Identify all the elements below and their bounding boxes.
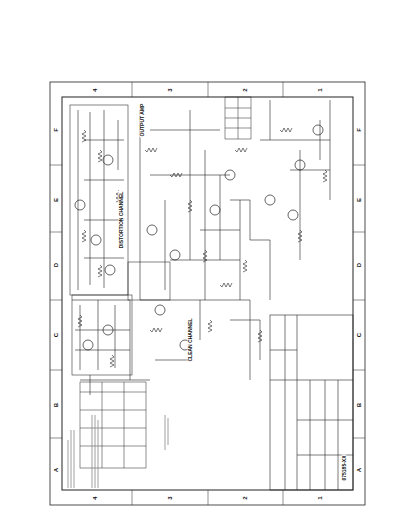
resistor-symbol	[82, 230, 86, 242]
zone-letter: B	[356, 403, 362, 407]
resistor-symbol	[170, 173, 182, 177]
zone-letter: E	[356, 198, 362, 202]
resistor-symbol	[203, 250, 207, 262]
zone-number: 4	[92, 496, 98, 499]
zone-letter: C	[356, 333, 362, 337]
zone-number: 2	[242, 88, 248, 91]
resistor-symbol	[258, 330, 262, 342]
resistor-symbol	[188, 200, 192, 212]
resistor-symbol	[220, 283, 232, 287]
zone-number: 1	[317, 88, 323, 91]
note-lines	[68, 415, 168, 488]
resistor-symbol	[208, 320, 212, 332]
zone-letter: A	[356, 468, 362, 472]
drawing-number: 075185-XX	[342, 454, 347, 481]
resistor-symbol	[110, 355, 114, 367]
resistor-symbol	[150, 328, 162, 332]
zone-letter: D	[356, 263, 362, 267]
resistor-symbol	[298, 230, 302, 242]
resistor-symbol	[235, 148, 247, 152]
resistor-symbol	[78, 315, 82, 327]
zone-letter: A	[53, 468, 59, 472]
resistor-symbol	[243, 260, 247, 272]
frame	[50, 82, 365, 505]
resistor-symbol	[145, 148, 157, 152]
wires	[72, 100, 330, 395]
zone-number: 3	[167, 496, 173, 499]
section-title: OUTPUT AMP	[140, 103, 145, 138]
zone-number: 2	[242, 496, 248, 499]
zone-letter: C	[53, 333, 59, 337]
zone-number: 4	[92, 88, 98, 91]
channel-regions	[70, 105, 170, 375]
section-title: CLEAN CHANNEL	[188, 317, 193, 362]
zone-letter: D	[53, 263, 59, 267]
revision-grid	[225, 97, 251, 139]
resistor-symbol	[98, 265, 102, 277]
zone-letter: F	[53, 128, 59, 132]
title-block	[270, 315, 353, 490]
resistor-symbol	[98, 150, 102, 162]
parts-table	[80, 382, 146, 468]
resistor-symbol	[82, 130, 86, 142]
zone-ticks	[50, 82, 365, 505]
resistor-symbol	[280, 128, 292, 132]
section-title: DISTORTION CHANNEL	[119, 191, 124, 250]
zone-letter: E	[53, 198, 59, 202]
transistor-symbols	[75, 125, 323, 350]
zone-number: 3	[167, 88, 173, 91]
zone-number: 1	[317, 496, 323, 499]
zone-letter: B	[53, 403, 59, 407]
resistor-symbols	[78, 128, 327, 367]
resistor-symbol	[323, 170, 327, 182]
zone-letter: F	[356, 128, 362, 132]
